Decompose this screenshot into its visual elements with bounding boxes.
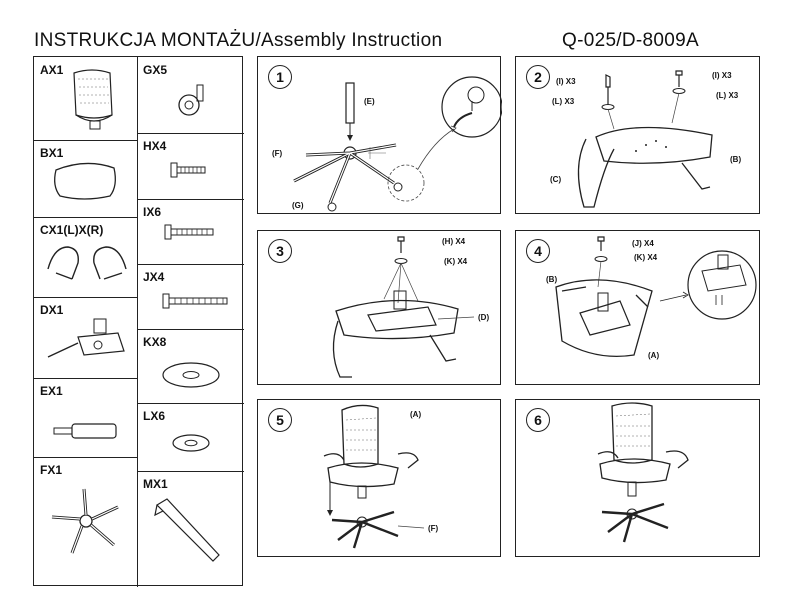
armrests-icon [47, 246, 127, 280]
part-bolt-h: HX4 [137, 133, 244, 199]
large-washer-icon [162, 362, 220, 388]
callout-label: (L) X3 [552, 97, 575, 106]
step-5-drawing [323, 404, 425, 549]
seat-back-icon [73, 69, 113, 130]
part-code: GX5 [143, 63, 168, 77]
parts-list: AX1 BX1 CX1(L)X(R) DX1 EX1 [33, 56, 244, 587]
step-1-drawing [293, 76, 502, 212]
caster-icon [178, 84, 204, 116]
step-4-panel: 4 (J) X4 (K) X4 (B) (A) [515, 230, 760, 385]
part-code: HX4 [143, 139, 167, 153]
model-number: Q-025/D-8009A [562, 30, 699, 51]
callout-label: (L) X3 [716, 91, 739, 100]
callout-label: (G) [292, 201, 304, 210]
bolt-icon [170, 162, 206, 178]
part-code: CX1(L)X(R) [40, 223, 104, 237]
callout-label: (C) [550, 175, 562, 184]
part-mechanism: DX1 [34, 297, 137, 378]
part-code: MX1 [143, 477, 168, 491]
callout-label: (D) [478, 313, 490, 322]
part-caster: GX5 [137, 57, 244, 133]
step-number: 2 [526, 65, 550, 89]
step-5-panel: 5 (A) (F) [257, 399, 501, 557]
part-armrests: CX1(L)X(R) [34, 217, 137, 297]
part-code: IX6 [143, 205, 162, 219]
part-code: DX1 [40, 303, 64, 317]
part-bolt-i: IX6 [137, 199, 244, 264]
callout-label: (E) [364, 97, 375, 106]
part-washer-l: LX6 [137, 403, 244, 471]
callout-label: (K) X4 [444, 257, 468, 266]
part-code: EX1 [40, 384, 63, 398]
part-bolt-j: JX4 [137, 264, 244, 329]
step-number: 4 [526, 239, 550, 263]
step-number: 5 [268, 408, 292, 432]
gas-lift-icon [53, 423, 117, 439]
callout-label: (A) [410, 410, 422, 419]
allen-key-icon [154, 498, 220, 562]
callout-label: (F) [272, 149, 283, 158]
step-3-panel: 3 (H) X4 (K) X4 (D) [257, 230, 501, 385]
page-title: INSTRUKCJA MONTAŻU/Assembly Instruction [34, 30, 443, 51]
step-2-drawing [577, 70, 713, 208]
step-4-drawing [555, 236, 757, 358]
seat-cushion-icon [54, 162, 116, 200]
part-code: JX4 [143, 270, 165, 284]
callout-label: (I) X3 [556, 77, 576, 86]
bolt-icon [164, 224, 214, 240]
step-3-drawing [332, 236, 475, 378]
part-base: FX1 [34, 457, 137, 587]
step-number: 6 [526, 408, 550, 432]
step-number: 1 [268, 65, 292, 89]
callout-label: (A) [648, 351, 660, 360]
step-2-panel: 2 (I) X3 (I) X3 (L) X3 (L) X3 (B) (C) [515, 56, 760, 214]
step-6-panel: 6 [515, 399, 760, 557]
part-seat-back: AX1 [34, 57, 137, 140]
part-code: LX6 [143, 409, 166, 423]
callout-label: (K) X4 [634, 253, 658, 262]
step-number: 3 [268, 239, 292, 263]
part-code: KX8 [143, 335, 167, 349]
part-gas-lift: EX1 [34, 378, 137, 457]
callout-label: (H) X4 [442, 237, 466, 246]
mechanism-icon [47, 318, 125, 358]
callout-label: (J) X4 [632, 239, 654, 248]
part-code: AX1 [40, 63, 64, 77]
step-1-panel: 1 (E) (F) (G) [257, 56, 502, 214]
five-star-base-icon [51, 488, 119, 554]
callout-label: (B) [546, 275, 558, 284]
step-6-drawing [597, 402, 689, 543]
callout-label: (F) [428, 524, 439, 533]
part-seat: BX1 [34, 140, 137, 217]
part-allen-key: MX1 [137, 471, 244, 587]
callout-label: (B) [730, 155, 742, 164]
part-washer-k: KX8 [137, 329, 244, 403]
callout-label: (I) X3 [712, 71, 732, 80]
part-code: FX1 [40, 463, 63, 477]
small-washer-icon [172, 434, 210, 452]
part-code: BX1 [40, 146, 64, 160]
long-bolt-icon [162, 293, 228, 309]
